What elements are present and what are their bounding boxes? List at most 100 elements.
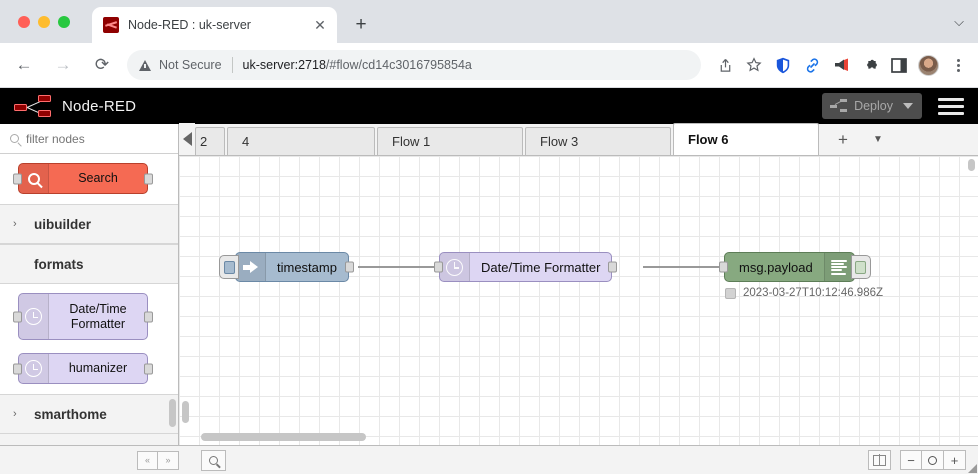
clock-icon — [440, 253, 470, 281]
deploy-icon — [830, 99, 847, 113]
search-icon — [10, 134, 19, 143]
output-port[interactable] — [144, 311, 153, 322]
flow-list-menu-button[interactable]: ▼ — [865, 124, 891, 155]
palette-search-node-group: Search — [0, 154, 178, 204]
input-port[interactable] — [719, 262, 728, 273]
bookmark-star-icon[interactable] — [740, 51, 768, 79]
flow-node-date-time-formatter[interactable]: Date/Time Formatter — [439, 252, 612, 282]
back-button[interactable]: ← — [9, 50, 39, 80]
output-port[interactable] — [345, 262, 354, 273]
canvas-vertical-scrollbar[interactable] — [182, 401, 189, 423]
chevron-right-icon: › — [13, 408, 25, 420]
palette-node-label: humanizer — [49, 361, 147, 375]
deploy-group: Deploy — [822, 93, 978, 119]
palette-category-uibuilder[interactable]: › uibuilder — [0, 204, 178, 244]
url-host: uk-server:2718 — [243, 58, 326, 72]
flow-tab-2[interactable]: 2 — [195, 127, 225, 155]
palette-category-label: formats — [34, 257, 84, 272]
editor-footer: « » − + — [0, 445, 978, 474]
palette-node-humanizer[interactable]: humanizer — [18, 353, 148, 384]
link-icon[interactable] — [798, 51, 826, 79]
output-port[interactable] — [144, 173, 153, 184]
new-tab-button[interactable]: + — [347, 11, 375, 39]
close-icon[interactable]: ✕ — [311, 16, 329, 34]
editor-body: Search › uibuilder ⱟ formats D — [0, 124, 978, 474]
flow-node-label: Date/Time Formatter — [470, 260, 611, 275]
navigator-button[interactable] — [868, 450, 891, 470]
node-red-logo: Node-RED — [14, 94, 136, 118]
browser-tab-strip-bar: Node-RED : uk-server ✕ + ⌵ — [0, 0, 978, 43]
add-flow-button[interactable]: + — [821, 124, 865, 155]
palette-node-label: Search — [49, 171, 147, 185]
deploy-label: Deploy — [854, 99, 893, 113]
reload-button[interactable]: ⟳ — [87, 50, 117, 80]
collapse-all-button[interactable]: « — [137, 451, 158, 470]
canvas-horizontal-scrollbar[interactable] — [201, 433, 366, 441]
flow-node-label: timestamp — [266, 260, 348, 275]
canvas-scroll-indicator[interactable] — [968, 159, 975, 171]
extensions-puzzle-icon[interactable] — [856, 51, 884, 79]
input-port[interactable] — [13, 363, 22, 374]
flow-tab-4[interactable]: 4 — [227, 127, 375, 155]
input-port[interactable] — [13, 311, 22, 322]
flow-tab-flow-1[interactable]: Flow 1 — [377, 127, 523, 155]
palette-formats-nodes: Date/Time Formatter humanizer — [0, 284, 178, 394]
output-port[interactable] — [144, 363, 153, 374]
input-port[interactable] — [434, 262, 443, 273]
palette-node-search[interactable]: Search — [18, 163, 148, 194]
main-menu-button[interactable] — [938, 98, 964, 115]
zoom-reset-button[interactable] — [922, 450, 944, 470]
url-text: uk-server:2718/#flow/cd14c3016795854a — [243, 58, 472, 72]
flow-tab-flow-3[interactable]: Flow 3 — [525, 127, 671, 155]
palette-list: Search › uibuilder ⱟ formats D — [0, 154, 178, 445]
palette-node-date-time-formatter[interactable]: Date/Time Formatter — [18, 293, 148, 340]
browser-tab[interactable]: Node-RED : uk-server ✕ — [92, 7, 337, 43]
profile-avatar[interactable] — [918, 55, 939, 76]
flow-tab-flow-6[interactable]: Flow 6 — [673, 123, 819, 155]
tab-scroll-left-button[interactable] — [179, 123, 195, 155]
flow-node-inject-timestamp[interactable]: timestamp — [235, 252, 349, 282]
debug-enable-toggle[interactable] — [851, 255, 871, 279]
chevron-down-icon[interactable] — [903, 103, 913, 109]
inject-trigger-button[interactable] — [219, 255, 239, 279]
window-minimize-button[interactable] — [38, 16, 50, 28]
zoom-in-button[interactable]: + — [944, 450, 966, 470]
search-flows-button[interactable] — [201, 450, 226, 471]
window-maximize-button[interactable] — [58, 16, 70, 28]
palette-node-label: Date/Time Formatter — [49, 302, 147, 331]
not-secure-warning-icon — [139, 60, 151, 71]
flow-canvas[interactable]: timestamp Date/Time Formatter msg.payloa… — [179, 156, 978, 445]
output-port[interactable] — [608, 262, 617, 273]
flow-tab-label: 2 — [200, 134, 207, 149]
expand-collapse-group: « » — [137, 451, 179, 470]
wire-inject-to-formatter — [358, 266, 440, 268]
chevron-down-icon[interactable]: ⌵ — [954, 14, 964, 30]
palette-filter[interactable] — [0, 124, 178, 154]
canvas-view-controls: − + — [868, 450, 978, 470]
browser-toolbar: ← → ⟳ Not Secure uk-server:2718/#flow/cd… — [0, 43, 978, 88]
flow-node-status: 2023-03-27T10:12:46.986Z — [725, 287, 883, 299]
share-icon[interactable] — [711, 51, 739, 79]
flow-node-debug-msg-payload[interactable]: msg.payload — [724, 252, 855, 282]
forward-button[interactable]: → — [48, 50, 78, 80]
window-close-button[interactable] — [18, 16, 30, 28]
palette-scrollbar[interactable] — [169, 399, 176, 427]
address-bar[interactable]: Not Secure uk-server:2718/#flow/cd14c301… — [127, 50, 701, 80]
sidepanel-icon[interactable] — [885, 51, 913, 79]
chrome-menu-icon[interactable] — [944, 51, 972, 79]
deploy-button[interactable]: Deploy — [822, 93, 922, 119]
expand-all-button[interactable]: » — [158, 451, 179, 470]
palette-category-formats[interactable]: ⱟ formats — [0, 244, 178, 284]
flow-node-label: msg.payload — [725, 260, 824, 275]
input-port[interactable] — [13, 173, 22, 184]
shield-icon[interactable] — [769, 51, 797, 79]
palette-category-smarthome[interactable]: › smarthome — [0, 394, 178, 434]
resize-handle[interactable] — [968, 464, 977, 473]
palette-sidebar: Search › uibuilder ⱟ formats D — [0, 124, 179, 445]
filter-nodes-input[interactable] — [26, 132, 156, 146]
zoom-out-button[interactable]: − — [900, 450, 922, 470]
arrow-right-icon — [236, 253, 266, 281]
megaphone-icon[interactable] — [827, 51, 855, 79]
window-traffic-lights — [18, 16, 70, 28]
